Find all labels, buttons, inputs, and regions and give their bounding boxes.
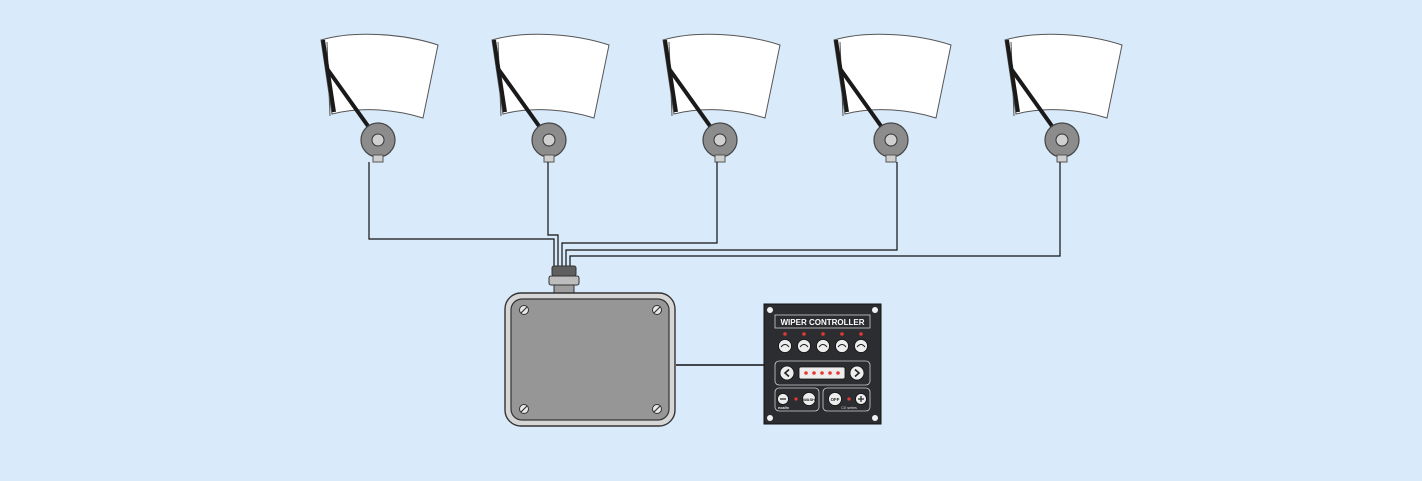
wiper-3: [662, 33, 781, 163]
status-led: [821, 332, 825, 336]
motor-connector: [1056, 154, 1068, 163]
wiper-icon: [799, 343, 809, 348]
windshield-glass: [1004, 33, 1123, 119]
wash-label: WASH: [803, 397, 815, 402]
speed-up-button[interactable]: [849, 365, 865, 381]
wiper-2: [491, 33, 610, 163]
wiper-3-select-button[interactable]: [816, 332, 830, 353]
wiper-2-select-button[interactable]: [797, 332, 811, 353]
box-screw: [652, 305, 662, 315]
wire-motor-4: [565, 162, 898, 268]
minus-button[interactable]: [777, 393, 789, 405]
wiper-1: [320, 33, 439, 163]
panel-screw: [767, 307, 773, 313]
control-box-lid: [510, 298, 670, 421]
wiper-1-select-button[interactable]: [778, 332, 792, 353]
gland-nut: [551, 265, 577, 277]
chevron-left-icon: [783, 368, 790, 378]
panel-screw: [872, 415, 878, 421]
wiper-blade: [321, 39, 336, 113]
plus-button[interactable]: [855, 393, 867, 405]
wire-motor-1: [368, 162, 555, 268]
motor-spindle: [713, 133, 727, 147]
motor-connector: [714, 154, 726, 163]
box-screw: [652, 404, 662, 414]
wiper-4-select-button[interactable]: [835, 332, 849, 353]
wiper-select-buttons: [778, 332, 868, 353]
gland-body: [548, 275, 580, 286]
wire-motor-3: [561, 162, 718, 268]
wiper-blade: [663, 39, 678, 113]
panel-screw: [872, 307, 878, 313]
wire-motor-5: [569, 162, 1061, 268]
wiring-harness: [368, 162, 1061, 366]
box-screw: [519, 404, 529, 414]
speed-down-button[interactable]: [779, 365, 795, 381]
series-label: CX series: [841, 406, 857, 410]
panel-title-frame: [774, 314, 871, 329]
windshield-glass: [662, 33, 781, 119]
status-led: [840, 332, 844, 336]
wiper-blade: [1005, 39, 1020, 113]
box-screw: [519, 305, 529, 315]
status-led: [802, 332, 806, 336]
power-group-frame: [822, 387, 871, 412]
off-button[interactable]: OFF: [828, 392, 842, 406]
wiper-5-select-button[interactable]: [854, 332, 868, 353]
wiper-icon: [818, 343, 828, 348]
wash-button[interactable]: WASH: [802, 392, 816, 406]
off-label: OFF: [831, 397, 840, 402]
windshield-glass: [491, 33, 610, 119]
wiper-control-panel: WIPER CONTROLLER: [763, 303, 882, 425]
motor-spindle: [884, 133, 898, 147]
panel-title: WIPER CONTROLLER: [781, 318, 865, 327]
motor-spindle: [542, 133, 556, 147]
wiper-icon: [837, 343, 847, 348]
control-box: [504, 292, 676, 427]
brand-logo: exalto: [778, 406, 790, 410]
windshield-glass: [320, 33, 439, 119]
panel-screw: [767, 415, 773, 421]
wiper-blade: [492, 39, 507, 113]
motor-spindle: [1055, 133, 1069, 147]
motor-connector: [543, 154, 555, 163]
wiper-icon: [856, 343, 866, 348]
cable-gland: [548, 265, 580, 294]
wiper-blade: [834, 39, 849, 113]
gland-thread: [553, 284, 575, 294]
status-led: [847, 397, 851, 401]
wiper-4: [833, 33, 952, 163]
wire-motor-2: [547, 162, 559, 268]
windshield-glass: [833, 33, 952, 119]
status-led: [794, 397, 798, 401]
motor-connector: [885, 154, 897, 163]
chevron-right-icon: [854, 368, 861, 378]
motor-connector: [372, 154, 384, 163]
wiper-5: [1004, 33, 1123, 163]
status-led: [859, 332, 863, 336]
wash-group-frame: [774, 387, 820, 412]
wiper-icon: [780, 343, 790, 348]
speed-leds: [804, 371, 840, 375]
motor-spindle: [371, 133, 385, 147]
speed-selector-frame: [774, 360, 871, 386]
status-led: [783, 332, 787, 336]
